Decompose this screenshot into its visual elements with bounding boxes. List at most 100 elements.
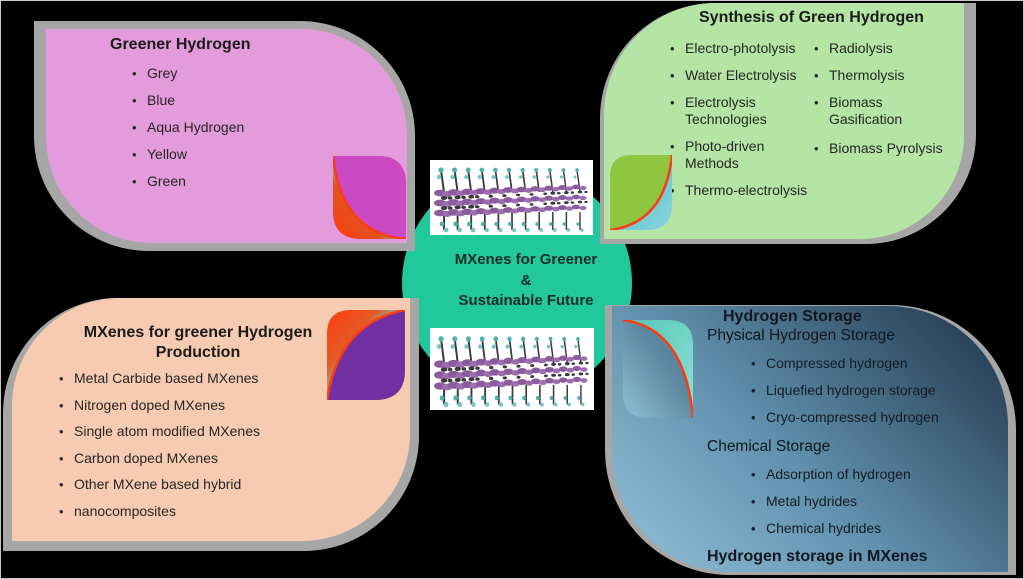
terminal-atom [479,336,485,342]
carbon-atom [461,205,466,209]
carbon-atom [529,193,534,196]
list-item: Yellow [132,146,244,163]
terminal-atom [507,336,512,342]
storage-footer: Hydrogen storage in MXenes [707,548,928,565]
metal-atom [503,368,514,375]
metal-atom [565,196,574,201]
carbon-atom [571,373,576,376]
bond [480,169,486,193]
metal-atom [572,354,582,361]
metal-atom [552,379,561,385]
carbon-atom [557,373,562,377]
bond [453,169,459,193]
carbon-atom [502,365,507,369]
carbon-atom [475,366,480,370]
terminal-atom [465,336,471,342]
carbon-atom [543,374,548,378]
terminal-atom [566,228,571,232]
terminal-atom [452,336,458,342]
carbon-atom [564,191,569,195]
terminal-atom [457,227,462,233]
mxene-structure-image-top [430,160,593,235]
metal-atom [502,187,514,193]
metal-atom [566,356,574,362]
carbon-atom [454,205,461,210]
terminal-atom [498,227,503,233]
terminal-atom [573,175,577,179]
list-item: Water Electrolysis [670,67,816,84]
carbon-atom [515,193,521,197]
carbon-atom [578,361,584,365]
bond [576,169,581,193]
terminal-atom [464,344,469,349]
list-item: Green [132,173,244,190]
carbon-atom [551,373,557,377]
terminal-atom [534,336,539,342]
hub-label: MXenes for Greener & Sustainable Future [436,250,616,312]
carbon-atom [516,364,521,368]
terminal-atom [470,227,476,233]
physical-storage-list: Compressed hydrogen Liquefied hydrogen s… [751,355,939,436]
terminal-atom [581,402,585,407]
carbon-atom [461,378,467,382]
carbon-atom [454,366,461,372]
terminal-atom [436,174,442,180]
chemical-storage-heading: Chemical Storage [707,438,831,455]
terminal-atom [464,174,469,180]
carbon-atom [556,201,561,205]
carbon-atom [509,364,516,369]
terminal-atom [576,336,580,341]
list-item: Single atom modified MXenes [59,423,260,440]
greener-hydrogen-title: Greener Hydrogen [110,36,251,53]
synthesis-title: Synthesis of Green Hydrogen [699,9,924,26]
metal-atom [538,197,547,203]
bond [467,169,473,193]
metal-atom [530,186,540,192]
list-item: Grey [132,65,244,82]
metal-atom [502,207,514,213]
terminal-atom [546,344,551,349]
carbon-atom [488,365,494,370]
terminal-atom [522,395,527,401]
metal-atom [571,194,581,200]
mxene-structure-image-bottom [430,328,594,410]
metal-atom [552,196,560,202]
carbon-atom [550,201,556,205]
carbon-atom [523,374,529,379]
greener-hydrogen-list: Grey Blue Aqua Hydrogen Yellow Green [132,65,244,200]
metal-atom [489,369,501,376]
terminal-atom [508,395,513,401]
hub-label-line3: Sustainable Future [458,292,594,309]
leaf-fill [333,156,406,239]
terminal-atom [478,344,483,349]
carbon-atom [577,190,583,194]
bond [481,338,487,364]
list-item: Blue [132,92,244,109]
metal-atom [558,195,567,201]
carbon-atom [564,372,570,377]
carbon-atom [537,374,543,378]
carbon-atom [578,372,584,376]
metal-atom [517,357,528,364]
metal-atom [538,368,547,375]
terminal-atom [561,168,566,172]
magenta-leaf-graphic [333,156,406,239]
terminal-atom [532,175,536,179]
carbon-atom [537,363,543,367]
terminal-atom [546,175,550,179]
list-item: Electro-photolysis [670,40,816,57]
terminal-atom [494,221,499,227]
terminal-atom [452,167,458,173]
metal-atom [558,366,568,372]
terminal-atom [526,402,531,407]
terminal-atom [507,221,513,227]
bond [577,338,582,364]
list-item: Other MXene based hybrid [59,476,260,493]
carbon-atom [564,362,570,366]
terminal-atom [484,227,489,233]
mxene-structure-graphic [434,167,588,233]
terminal-atom [491,175,496,179]
carbon-atom [468,377,475,382]
list-item: Metal hydrides [751,493,911,510]
metal-atom [503,357,514,364]
